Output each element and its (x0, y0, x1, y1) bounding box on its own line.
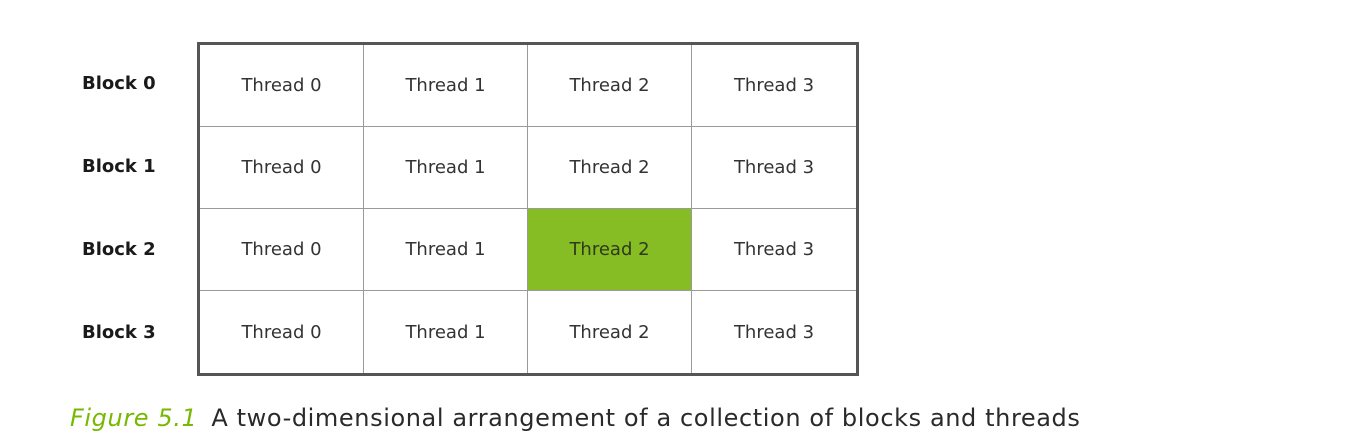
thread-cell: Thread 0 (200, 291, 364, 373)
highlighted-thread-cell: Thread 2 (528, 209, 692, 291)
thread-cell: Thread 0 (200, 45, 364, 127)
thread-cell: Thread 2 (528, 127, 692, 209)
block-label: Block 0 (82, 73, 156, 94)
thread-cell: Thread 0 (200, 209, 364, 291)
block-labels: Block 0 Block 1 Block 2 Block 3 (70, 42, 190, 374)
thread-cell: Thread 1 (364, 45, 528, 127)
thread-cell: Thread 3 (733, 321, 815, 343)
thread-cell: Thread 1 (364, 127, 528, 209)
thread-cell: Thread 2 (528, 45, 692, 127)
block-label: Block 1 (82, 156, 156, 177)
thread-cell: Thread 3 (692, 127, 856, 209)
thread-cell: Thread 2 (528, 291, 692, 373)
figure-number: Figure 5.1 (70, 404, 198, 432)
figure-caption: Figure 5.1 A two-dimensional arrangement … (70, 404, 1081, 432)
thread-cell: Thread 3 (692, 45, 856, 127)
thread-cell: Thread 3 (692, 209, 856, 291)
thread-cell: Thread 0 (200, 127, 364, 209)
thread-cell: Thread 1 (364, 209, 528, 291)
block-label: Block 3 (82, 322, 156, 343)
caption-text: A two-dimensional arrangement of a colle… (211, 404, 1081, 432)
thread-grid: Thread 0 Thread 1 Thread 2 Thread 3 Thre… (197, 42, 859, 376)
block-label: Block 2 (82, 239, 156, 260)
thread-cell: Thread 1 (364, 291, 528, 373)
